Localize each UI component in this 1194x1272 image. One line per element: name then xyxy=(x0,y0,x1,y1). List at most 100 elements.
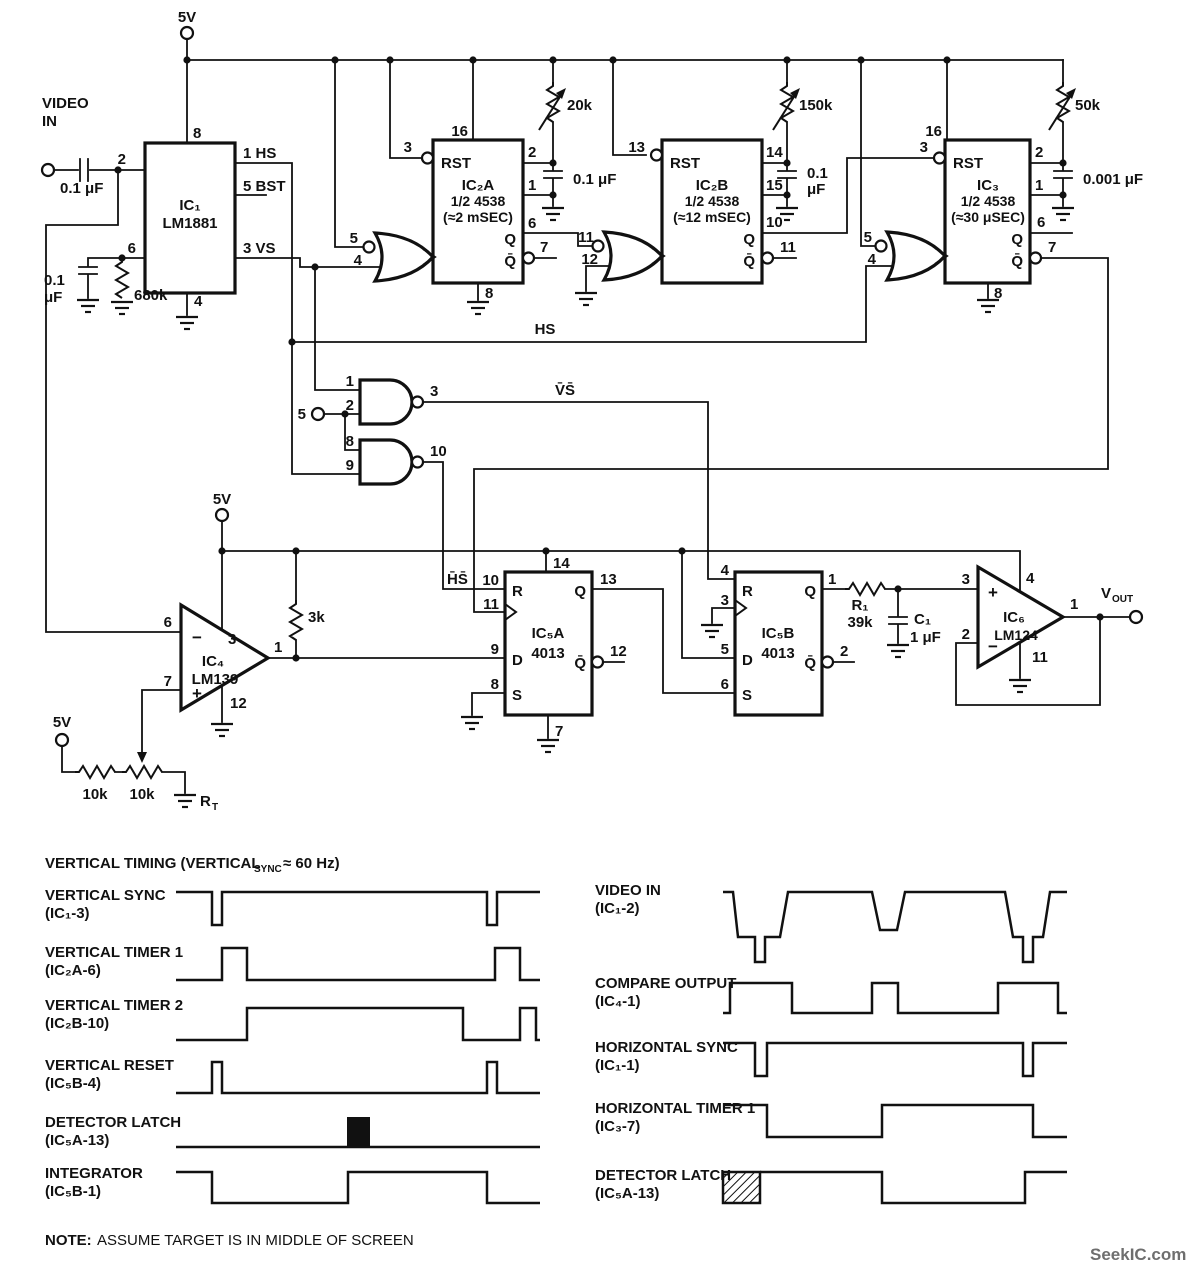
pin-number: 8 xyxy=(491,676,499,693)
pot-50k xyxy=(1055,82,1071,123)
minus-label: − xyxy=(192,628,202,647)
qbar-label: Q̄ xyxy=(574,654,586,672)
resistor-value: 10k xyxy=(129,786,155,803)
pin-number: 6 xyxy=(528,215,536,232)
row-label: VERTICAL TIMER 2 xyxy=(45,997,183,1014)
cap-value: 0.1 μF xyxy=(60,180,103,197)
cap-value: 0.1 μF xyxy=(573,171,616,188)
pin-label: 3 VS xyxy=(243,240,276,257)
pin-number: 12 xyxy=(230,695,247,712)
inverter-bubble xyxy=(410,395,425,409)
pot-arrowhead xyxy=(556,88,566,99)
wire xyxy=(471,550,736,739)
rt-label: R xyxy=(200,793,211,810)
r-label: R xyxy=(512,583,523,600)
ic3-name: IC₃ xyxy=(977,177,999,194)
vs-bar-signal-label: V̄S̄ xyxy=(555,381,575,399)
cap-value: 0.1 xyxy=(807,165,828,182)
trigger-chevron-icon xyxy=(934,247,949,265)
waveform-integrator xyxy=(176,1170,540,1205)
wire xyxy=(141,550,506,755)
wire xyxy=(522,232,613,292)
pot-arrowhead xyxy=(790,88,800,99)
row-pin: (IC₅B-4) xyxy=(45,1075,101,1092)
ic2a-box xyxy=(431,138,525,285)
rst-bubble-ic2a xyxy=(420,151,435,165)
video-in-label: VIDEO xyxy=(42,95,89,112)
row-pin: (IC₅A-13) xyxy=(595,1185,659,1202)
pin-number: 7 xyxy=(164,673,172,690)
qbar-label: Q̄ xyxy=(743,252,755,270)
power-label-top: 5V xyxy=(178,9,196,26)
pin-number: 3 xyxy=(962,571,970,588)
row-pin: (IC₅A-13) xyxy=(45,1132,109,1149)
resistor-3k xyxy=(288,600,304,641)
pin-number: 11 xyxy=(780,239,796,256)
wire xyxy=(323,413,361,451)
wire xyxy=(61,745,186,794)
trigger-gate-ic2a xyxy=(372,231,436,283)
resistor-value: 3k xyxy=(308,609,325,626)
pin-number: 5 xyxy=(721,641,729,658)
cap-value: μF xyxy=(807,181,825,198)
qbar-bubble-ic5a xyxy=(590,655,605,669)
d-label: D xyxy=(742,652,753,669)
pin-number: 1 xyxy=(1035,177,1043,194)
row-pin: (IC₃-7) xyxy=(595,1118,640,1135)
pot-arrow xyxy=(772,91,798,131)
pot-arrow xyxy=(1048,91,1074,131)
ic6-part: LM124 xyxy=(994,627,1038,643)
s-label: S xyxy=(742,687,752,704)
pin-number: 3 xyxy=(430,383,438,400)
wire xyxy=(334,59,948,248)
pot-arrowhead xyxy=(1066,88,1076,99)
row-label: VERTICAL TIMER 1 xyxy=(45,944,183,961)
pin-number: 2 xyxy=(962,626,970,643)
pin-number: 5 xyxy=(864,229,872,246)
pot-150k xyxy=(779,82,795,123)
pot-value: 50k xyxy=(1075,97,1101,114)
pot-arrow xyxy=(538,91,564,131)
pin-number: 14 xyxy=(553,555,570,572)
wire xyxy=(987,162,1073,299)
qbar-label: Q̄ xyxy=(1011,252,1023,270)
pin-label: 5 BST xyxy=(243,178,286,195)
wire xyxy=(888,588,908,644)
resistor-value: 680k xyxy=(134,287,168,304)
r-label: R xyxy=(742,583,753,600)
power-terminal-5v-mid xyxy=(214,507,230,523)
pin-number: 8 xyxy=(485,285,493,302)
row-pin: (IC₁-1) xyxy=(595,1057,640,1074)
trigger-chevron-icon xyxy=(422,248,437,266)
pin-number: 16 xyxy=(925,123,942,140)
ic2a-name: IC₂A xyxy=(462,177,495,194)
wire xyxy=(681,550,979,663)
r1-value: 39k xyxy=(847,614,873,631)
waveform-compare-output xyxy=(723,981,1067,1015)
pin-number: 1 xyxy=(1070,596,1078,613)
ground-icon xyxy=(573,291,599,307)
pot-20k xyxy=(545,82,561,123)
ic5a-box xyxy=(503,570,594,717)
wire xyxy=(221,520,1021,659)
pin-number: 1 xyxy=(346,373,354,390)
pin-number: 2 xyxy=(1035,144,1043,161)
ic1-box xyxy=(143,141,237,295)
ic1-name: IC₁ xyxy=(179,197,200,214)
ground-icon xyxy=(209,722,235,738)
pin-number: 8 xyxy=(994,285,1002,302)
pot-value: 150k xyxy=(799,97,833,114)
pin-number: 9 xyxy=(491,641,499,658)
pin-number: 6 xyxy=(164,614,172,631)
inverter-bubble xyxy=(410,455,425,469)
power-terminal-5v-top xyxy=(179,25,195,41)
q-label: Q xyxy=(743,231,755,248)
wiper-arrowhead xyxy=(137,752,147,763)
pin-number: 10 xyxy=(766,214,783,231)
pin-number: 11 xyxy=(1032,649,1048,666)
pin-number: 12 xyxy=(581,251,598,268)
nand-gate-a xyxy=(358,378,414,426)
ground-icon xyxy=(1007,678,1033,694)
waveform-vertical-timer2 xyxy=(176,1006,540,1042)
cap-value: 0.001 μF xyxy=(1083,171,1143,188)
